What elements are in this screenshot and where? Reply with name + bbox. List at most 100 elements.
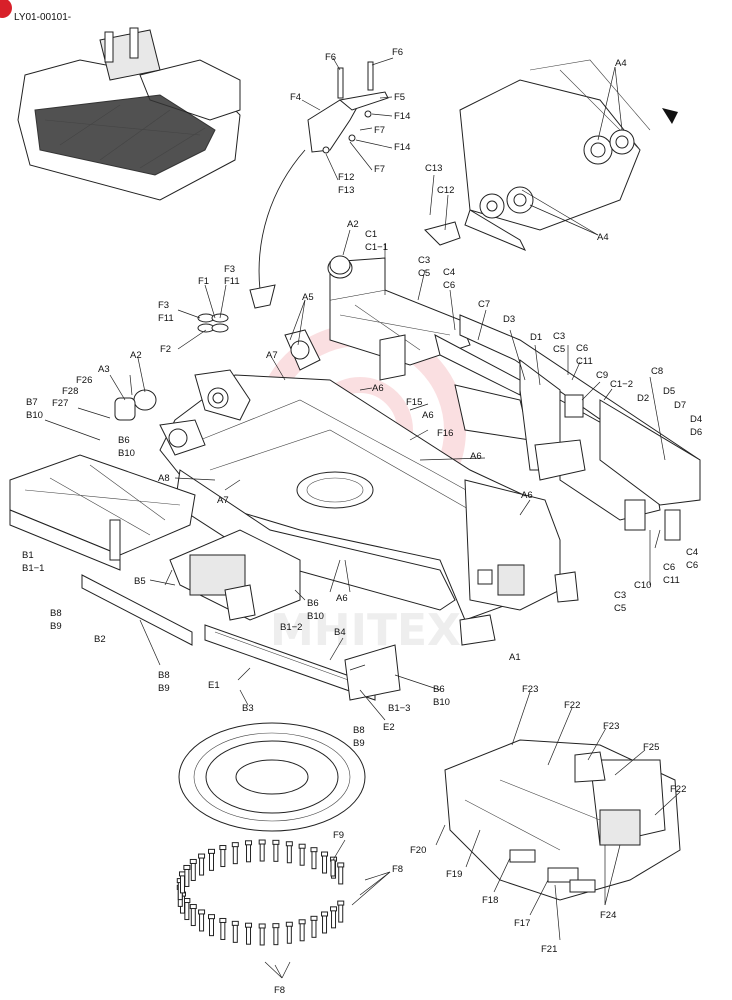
bolt-f8 — [258, 923, 266, 946]
bolt-f8 — [231, 842, 239, 865]
boom-foot-inset — [459, 59, 651, 251]
bolt-f8 — [258, 839, 266, 862]
callout-label-d1: D1 — [530, 332, 542, 343]
callout-label-f4: F4 — [290, 92, 301, 103]
callout-label-d3: D3 — [503, 314, 515, 325]
callout-label-f19: F19 — [446, 869, 462, 880]
callout-label-c13: C13 — [425, 163, 442, 174]
callout-label-a7a: A7 — [266, 350, 278, 361]
callout-curve — [258, 149, 306, 291]
callout-label-c6b: C6 — [576, 343, 588, 354]
callout-label-f1: F1 — [198, 276, 209, 287]
callout-label-f8b: F8 — [274, 985, 285, 996]
callout-label-b8a: B8 — [50, 608, 62, 619]
callout-label-f25: F25 — [643, 742, 659, 753]
bolt-f8 — [189, 904, 197, 927]
callout-label-a4a: A4 — [615, 58, 627, 69]
callout-label-b6c: B6 — [433, 684, 445, 695]
callout-label-b5: B5 — [134, 576, 146, 587]
bolt-f8 — [198, 909, 206, 932]
callout-label-f26: F26 — [76, 375, 92, 386]
callout-label-c3c: C3 — [614, 590, 626, 601]
bolt-f8 — [208, 848, 216, 871]
callout-label-c6a: C6 — [443, 280, 455, 291]
bolt-f8 — [285, 841, 293, 864]
bolt-f8 — [219, 845, 227, 868]
bolt-f8 — [298, 919, 306, 942]
callout-label-c6c: C6 — [686, 560, 698, 571]
diagram-code: LY01-00101- — [14, 12, 71, 23]
callout-label-b9b: B9 — [158, 683, 170, 694]
callout-label-f18: F18 — [482, 895, 498, 906]
bolt-f8 — [245, 922, 253, 945]
callout-label-f16: F16 — [437, 428, 453, 439]
bolt-f8 — [219, 917, 227, 940]
direction-arrow-icon — [662, 108, 678, 124]
bolt-f8 — [337, 900, 345, 923]
callout-label-f22b: F22 — [670, 784, 686, 795]
callout-label-c4a: C4 — [443, 267, 455, 278]
bushing-a2-left — [133, 389, 157, 411]
callout-label-b9c: B9 — [353, 738, 365, 749]
callout-label-c5b: C5 — [553, 344, 565, 355]
bolt-f9 — [330, 859, 336, 877]
callout-label-b8c: B8 — [353, 725, 365, 736]
callout-label-a6c: A6 — [470, 451, 482, 462]
callout-label-b3: B3 — [242, 703, 254, 714]
bolt-f8 — [189, 858, 197, 881]
callout-label-d4: D4 — [690, 414, 702, 425]
callout-label-a6a: A6 — [372, 383, 384, 394]
callout-label-b6b: B6 — [307, 598, 319, 609]
callout-label-f24: F24 — [600, 910, 616, 921]
bolt-ring-f8 — [176, 839, 345, 946]
callout-label-b7: B7 — [26, 397, 38, 408]
lower-base-inset — [444, 739, 681, 901]
callout-label-a1: A1 — [509, 652, 521, 663]
bolt-f8 — [198, 853, 206, 876]
callout-label-f27: F27 — [52, 398, 68, 409]
callout-label-b2: B2 — [94, 634, 106, 645]
callout-label-a3: A3 — [98, 364, 110, 375]
callout-label-c1-2: C1−2 — [610, 379, 633, 390]
callout-label-c4b: C4 — [686, 547, 698, 558]
callout-label-a4b: A4 — [597, 232, 609, 243]
callout-label-e2: E2 — [383, 722, 395, 733]
callout-label-d6: D6 — [690, 427, 702, 438]
callout-label-f11a: F11 — [224, 276, 240, 287]
main-frame — [159, 329, 579, 646]
bolt-f8 — [285, 921, 293, 944]
callout-label-f13: F13 — [338, 185, 354, 196]
callout-label-a6e: A6 — [336, 593, 348, 604]
callout-label-f15: F15 — [406, 397, 422, 408]
callout-label-c11b: C11 — [663, 575, 680, 586]
ring-a3 — [114, 397, 136, 421]
bolt-f8 — [330, 906, 338, 929]
bushing-a2-upper — [329, 255, 351, 275]
callout-label-b1-1: B1−1 — [22, 563, 44, 574]
callout-label-a2b: A2 — [130, 350, 142, 361]
callout-label-b4: B4 — [334, 627, 346, 638]
callout-label-c3b: C3 — [553, 331, 565, 342]
callout-label-f28: F28 — [62, 386, 78, 397]
callout-label-f6a: F6 — [325, 52, 336, 63]
callout-label-f17: F17 — [514, 918, 530, 929]
callout-label-f2: F2 — [160, 344, 171, 355]
callout-label-f3a: F3 — [224, 264, 235, 275]
callout-label-f9: F9 — [333, 830, 344, 841]
right-rail — [459, 314, 701, 541]
callout-label-f23a: F23 — [522, 684, 538, 695]
bracket-f4 — [307, 61, 389, 154]
bolt-f8 — [321, 911, 329, 934]
callout-label-c7: C7 — [478, 299, 490, 310]
callout-label-c9: C9 — [596, 370, 608, 381]
callout-label-f8a: F8 — [392, 864, 403, 875]
callout-label-f12: F12 — [338, 172, 354, 183]
bolt-f8 — [310, 847, 318, 870]
callout-label-b6a: B6 — [118, 435, 130, 446]
callout-label-b1-3: B1−3 — [388, 703, 410, 714]
bolt-f8 — [272, 839, 280, 862]
callout-label-c10: C10 — [634, 580, 651, 591]
callout-label-f7a: F7 — [374, 125, 385, 136]
bolt-f8 — [231, 920, 239, 943]
callout-label-a8: A8 — [158, 473, 170, 484]
